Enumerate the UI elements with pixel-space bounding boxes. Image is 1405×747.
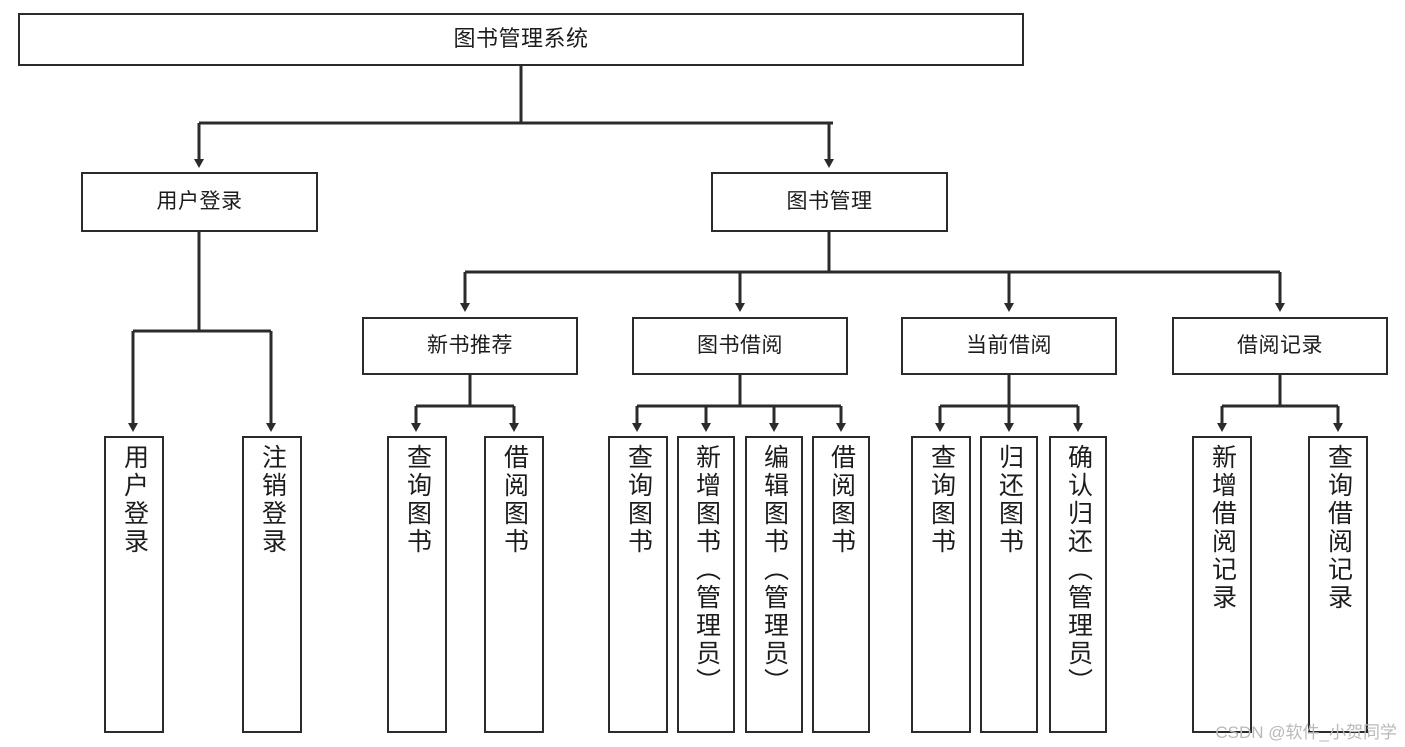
node-new-book-rec[interactable]: 新书推荐	[362, 317, 578, 375]
node-leaf-add-book[interactable]: 新增图书（管理员）	[677, 436, 735, 733]
node-borrow-record[interactable]: 借阅记录	[1172, 317, 1388, 375]
node-leaf-add-book-label: 新增图书（管理员）	[692, 444, 721, 696]
node-user-login[interactable]: 用户登录	[81, 172, 318, 232]
node-leaf-logout-label: 注销登录	[258, 444, 287, 556]
node-book-manage[interactable]: 图书管理	[711, 172, 948, 232]
node-leaf-query-record-label: 查询借阅记录	[1324, 444, 1353, 612]
node-leaf-confirm-return-label: 确认归还（管理员）	[1064, 444, 1093, 696]
node-leaf-return-book[interactable]: 归还图书	[980, 436, 1038, 733]
node-leaf-edit-book[interactable]: 编辑图书（管理员）	[745, 436, 803, 733]
node-leaf-borrow-book-2[interactable]: 借阅图书	[812, 436, 870, 733]
node-root[interactable]: 图书管理系统	[18, 13, 1024, 66]
node-leaf-borrow-book-1[interactable]: 借阅图书	[484, 436, 544, 733]
node-leaf-add-record-label: 新增借阅记录	[1208, 444, 1237, 612]
node-leaf-logout[interactable]: 注销登录	[242, 436, 302, 733]
node-book-manage-label: 图书管理	[786, 190, 873, 214]
node-book-borrow[interactable]: 图书借阅	[632, 317, 848, 375]
node-current-borrow-label: 当前借阅	[966, 334, 1052, 358]
node-leaf-query-book-1[interactable]: 查询图书	[387, 436, 447, 733]
node-user-login-label: 用户登录	[156, 190, 243, 214]
node-leaf-borrow-book-2-label: 借阅图书	[827, 444, 856, 556]
node-leaf-add-record[interactable]: 新增借阅记录	[1192, 436, 1252, 733]
node-root-label: 图书管理系统	[453, 26, 589, 52]
node-leaf-query-record[interactable]: 查询借阅记录	[1308, 436, 1368, 733]
csdn-watermark: CSDN @软件_小贺同学	[1215, 723, 1397, 742]
node-borrow-record-label: 借阅记录	[1237, 334, 1323, 358]
node-leaf-borrow-book-1-label: 借阅图书	[500, 444, 529, 556]
node-leaf-query-book-3-label: 查询图书	[927, 444, 956, 556]
node-leaf-return-book-label: 归还图书	[995, 444, 1024, 556]
node-leaf-user-login[interactable]: 用户登录	[104, 436, 164, 733]
node-book-borrow-label: 图书借阅	[697, 334, 783, 358]
node-leaf-user-login-label: 用户登录	[120, 444, 149, 556]
node-current-borrow[interactable]: 当前借阅	[901, 317, 1117, 375]
node-leaf-edit-book-label: 编辑图书（管理员）	[760, 444, 789, 696]
node-leaf-query-book-3[interactable]: 查询图书	[911, 436, 971, 733]
node-leaf-query-book-2-label: 查询图书	[624, 444, 653, 556]
node-new-book-rec-label: 新书推荐	[427, 334, 513, 358]
node-leaf-confirm-return[interactable]: 确认归还（管理员）	[1049, 436, 1107, 733]
node-leaf-query-book-2[interactable]: 查询图书	[608, 436, 668, 733]
node-leaf-query-book-1-label: 查询图书	[403, 444, 432, 556]
